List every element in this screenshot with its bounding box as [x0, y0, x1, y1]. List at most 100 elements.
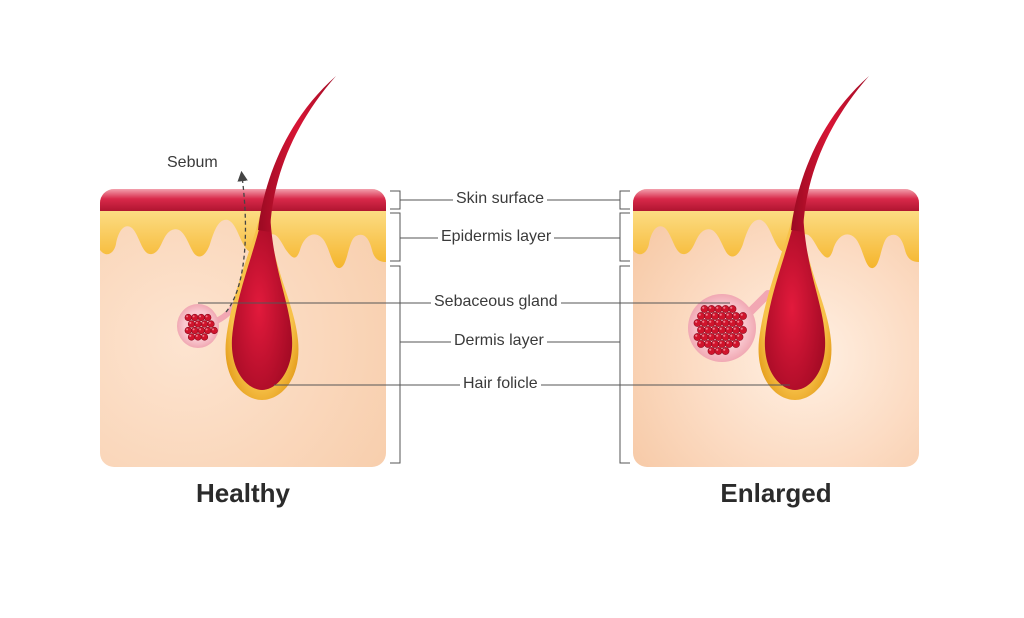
- gland-cell-highlight: [709, 348, 712, 351]
- gland-cell: [721, 333, 730, 341]
- gland-cell: [739, 312, 747, 320]
- gland-cell-highlight: [702, 320, 705, 323]
- gland-cell: [693, 333, 702, 341]
- gland-cell: [200, 320, 209, 328]
- gland-cell-highlight: [705, 313, 708, 316]
- sebum-label: Sebum: [167, 154, 218, 171]
- healthy-skin-panel: [100, 76, 386, 467]
- gland-cell: [197, 326, 205, 335]
- gland-cell: [704, 340, 712, 348]
- gland-cell-highlight: [189, 334, 192, 337]
- gland-cell-highlight: [212, 328, 215, 331]
- gland-cell-highlight: [192, 328, 195, 331]
- gland-cell: [714, 305, 723, 313]
- gland-cell: [207, 320, 215, 328]
- skin-surface-label: Skin surface: [453, 190, 548, 208]
- epidermis-layer-label: Epidermis layer: [438, 228, 555, 246]
- gland-cell: [704, 312, 712, 320]
- gland-cell: [707, 319, 716, 327]
- gland-cell-highlight: [740, 327, 743, 330]
- gland-cell: [200, 333, 209, 341]
- enlarged-caption: Enlarged: [720, 478, 832, 508]
- dermis-layer-label: Dermis layer: [451, 332, 547, 350]
- gland-cell-highlight: [737, 334, 740, 337]
- gland-cell: [711, 326, 719, 334]
- gland-cell-highlight: [709, 334, 712, 337]
- gland-cell: [707, 305, 716, 313]
- gland-cells-healthy: [184, 313, 218, 341]
- hair-shaft-enlarged: [791, 76, 869, 232]
- gland-cell-highlight: [726, 313, 729, 316]
- gland-cell-highlight: [723, 348, 726, 351]
- gland-cell-highlight: [723, 306, 726, 309]
- gland-cell-highlight: [730, 334, 733, 337]
- gland-cell: [718, 312, 726, 320]
- gland-cell-highlight: [189, 321, 192, 324]
- gland-cell: [187, 320, 196, 328]
- gland-cell-highlight: [698, 341, 701, 344]
- gland-cell: [739, 326, 747, 334]
- gland-cell: [197, 313, 205, 322]
- gland-cell-highlight: [199, 328, 202, 331]
- gland-cell: [704, 326, 712, 334]
- gland-cell-highlight: [719, 327, 722, 330]
- gland-cell-highlight: [195, 334, 198, 337]
- gland-cell: [693, 319, 702, 327]
- gland-cell-highlight: [192, 315, 195, 318]
- gland-cell-highlight: [726, 341, 729, 344]
- gland-cell: [714, 319, 723, 327]
- gland-cell-highlight: [705, 341, 708, 344]
- sebum-arrow: [225, 170, 248, 313]
- gland-cell: [732, 326, 740, 334]
- skin-surface-healthy: [100, 189, 386, 211]
- hair-follicle-enlarged: [758, 76, 869, 400]
- epidermis-layer-healthy: [100, 205, 386, 269]
- gland-cell-highlight: [186, 315, 189, 318]
- gland-cell-highlight: [705, 327, 708, 330]
- bracket-left-epidermis: [390, 212, 401, 262]
- gland-cell: [721, 347, 730, 355]
- gland-cell-highlight: [730, 306, 733, 309]
- bracket-right-dermis: [619, 265, 630, 464]
- gland-cell: [184, 313, 192, 322]
- gland-cell-highlight: [695, 334, 698, 337]
- gland-cell-highlight: [733, 313, 736, 316]
- gland-cells-enlarged: [693, 305, 747, 355]
- gland-cell-highlight: [716, 334, 719, 337]
- gland-cell-highlight: [712, 341, 715, 344]
- gland-cell-highlight: [695, 320, 698, 323]
- gland-cell: [204, 326, 212, 335]
- gland-cell-highlight: [202, 334, 205, 337]
- gland-cell: [725, 326, 733, 334]
- gland-cell: [725, 340, 733, 348]
- gland-cell: [194, 320, 202, 328]
- gland-cell-highlight: [719, 313, 722, 316]
- healthy-caption: Healthy: [196, 478, 290, 508]
- gland-cell: [204, 313, 212, 322]
- gland-cell: [721, 319, 730, 327]
- gland-cell-highlight: [716, 306, 719, 309]
- gland-cell: [700, 319, 709, 327]
- gland-cell-highlight: [205, 328, 208, 331]
- gland-cell-highlight: [733, 341, 736, 344]
- epidermis-layer-enlarged: [633, 205, 919, 269]
- gland-cell-highlight: [195, 321, 198, 324]
- gland-cell: [700, 333, 709, 341]
- gland-cell-highlight: [698, 327, 701, 330]
- gland-cell-highlight: [719, 341, 722, 344]
- gland-cell: [735, 333, 744, 341]
- gland-cell: [210, 326, 218, 335]
- bracket-left-surface: [390, 190, 401, 210]
- gland-cell-highlight: [702, 306, 705, 309]
- gland-cell: [732, 340, 740, 348]
- gland-cell-highlight: [199, 315, 202, 318]
- gland-cell-highlight: [723, 320, 726, 323]
- gland-cell-highlight: [702, 334, 705, 337]
- gland-cell: [714, 333, 723, 341]
- gland-cell: [707, 347, 716, 355]
- gland-cell: [718, 326, 726, 334]
- gland-cell-highlight: [709, 320, 712, 323]
- gland-cell: [728, 319, 737, 327]
- gland-cell: [707, 333, 716, 341]
